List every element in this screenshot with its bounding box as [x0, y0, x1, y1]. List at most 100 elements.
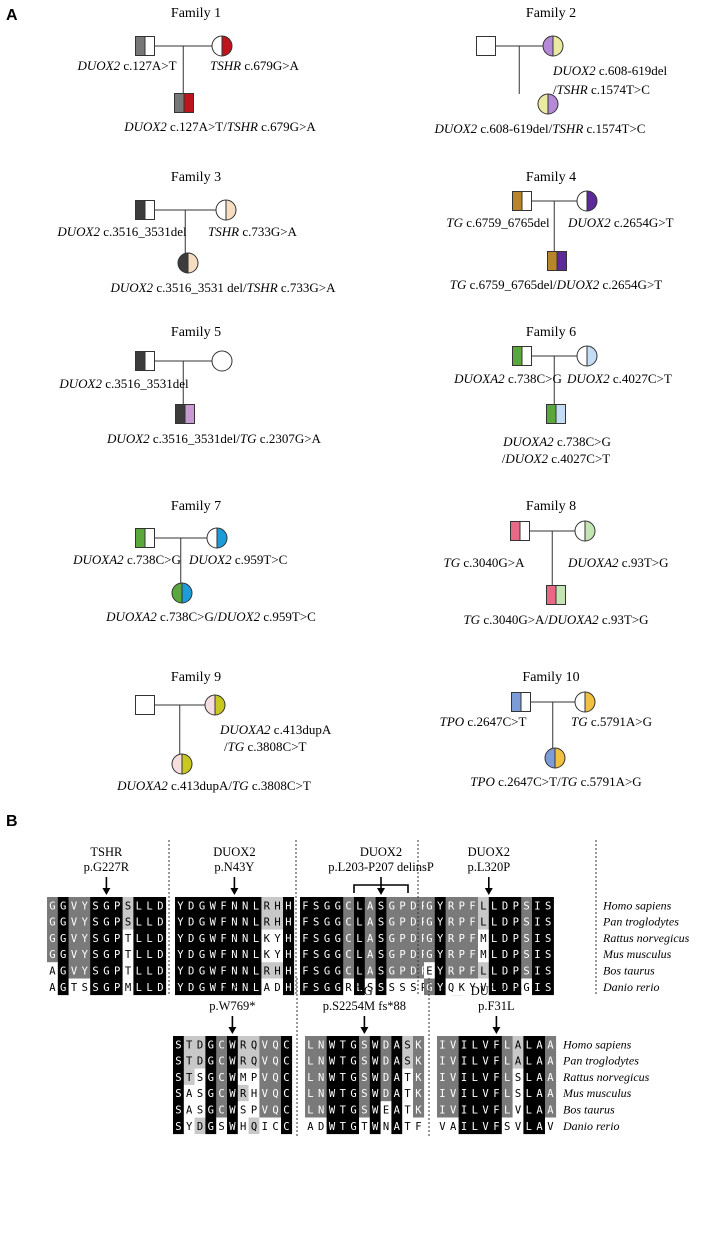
residue-cell [310, 962, 322, 979]
residue-letter: Q [272, 1039, 278, 1051]
residue-cell [542, 897, 554, 914]
residue-cell [491, 1036, 503, 1053]
residue-letter: R [240, 1039, 247, 1051]
residue-letter: G [350, 1105, 356, 1117]
residue-letter: G [208, 1088, 214, 1100]
residue-cell [196, 962, 208, 979]
residue-cell [478, 913, 490, 930]
residue-letter: A [536, 1039, 543, 1051]
residue-cell [391, 1117, 403, 1135]
residue-letter: G [49, 933, 55, 945]
residue-cell [281, 1052, 293, 1069]
residue-letter: G [103, 933, 109, 945]
residue-letter: M [125, 982, 131, 994]
residue-letter: L [491, 966, 497, 978]
residue-cell [456, 978, 468, 996]
residue-cell [270, 1084, 282, 1102]
residue-letter: T [404, 1121, 411, 1133]
residue-letter: L [356, 949, 362, 961]
child-variant-label: DUOX2 c.3516_3531del/TG c.2307G>A [106, 431, 321, 446]
residue-letter: I [461, 1056, 467, 1068]
child-symbol-right-half [185, 404, 195, 424]
residue-letter: W [229, 1088, 236, 1100]
child-variant-label: DUOXA2 c.413dupA/TG c.3808C>T [116, 778, 311, 793]
residue-cell [534, 1084, 546, 1102]
residue-cell [229, 897, 241, 914]
residue-letter: L [307, 1056, 313, 1068]
residue-letter: V [439, 1121, 446, 1133]
residue-cell [408, 913, 420, 930]
father-symbol-left-half [476, 36, 486, 56]
residue-letter: Q [251, 1056, 257, 1068]
residue-cell [205, 1036, 217, 1053]
variant-change: c.93T>G [599, 612, 649, 627]
residue-cell [437, 1084, 449, 1102]
residue-letter: P [513, 966, 519, 978]
residue-cell [47, 945, 59, 963]
residue-cell [510, 913, 522, 930]
residue-letter: L [504, 1088, 510, 1100]
residue-letter: D [188, 917, 194, 929]
residue-letter: S [361, 1056, 367, 1068]
residue-letter: S [523, 933, 529, 945]
residue-cell [207, 929, 219, 947]
residue-letter: S [361, 1105, 367, 1117]
residue-letter: D [157, 982, 163, 994]
residue-letter: K [415, 1056, 422, 1068]
residue-cell [501, 1101, 513, 1118]
residue-letter: V [482, 1039, 489, 1051]
residue-cell [272, 978, 284, 996]
residue-cell [261, 962, 273, 979]
residue-cell [175, 962, 187, 979]
residue-letter: Y [437, 917, 444, 929]
child-variant-label: DUOX2 c.127A>T/TSHR c.679G>A [123, 119, 316, 134]
variant-change: c.959T>C [232, 552, 288, 567]
father-variant-label: DUOX2 c.127A>T [76, 58, 176, 73]
residue-cell [488, 929, 500, 947]
child-symbol-left-half [174, 93, 184, 113]
variant-change: c.5791A>G [577, 774, 641, 789]
species-label-row1: Pan troglodytes [602, 915, 679, 929]
residue-letter: G [199, 917, 205, 929]
residue-letter: F [220, 949, 226, 961]
residue-cell [122, 962, 134, 979]
variant-change: c.959T>C [260, 609, 316, 624]
residue-letter: S [361, 1088, 367, 1100]
residue-letter: D [197, 1039, 203, 1051]
residue-cell [337, 1036, 349, 1053]
residue-letter: T [340, 1088, 347, 1100]
residue-letter: S [125, 900, 131, 912]
residue-cell [501, 1117, 513, 1135]
residue-letter: C [283, 1121, 289, 1133]
child-symbol-left-half [178, 253, 188, 273]
residue-letter: G [199, 966, 205, 978]
residue-cell [532, 945, 544, 963]
residue-letter: H [285, 900, 291, 912]
residue-letter: W [372, 1121, 379, 1133]
residue-cell [359, 1084, 371, 1102]
residue-letter: L [136, 982, 142, 994]
residue-cell [375, 897, 387, 914]
residue-cell [281, 1068, 293, 1086]
variant-change: c.413dupA/ [168, 778, 233, 793]
residue-letter: I [439, 1072, 445, 1084]
residue-letter: L [356, 933, 362, 945]
residue-cell [364, 978, 376, 996]
child-variant-label: DUOX2 c.608-619del/TSHR c.1574T>C [434, 121, 646, 136]
residue-letter: V [71, 966, 78, 978]
gene-name: TG [571, 714, 588, 729]
residue-letter: G [335, 949, 341, 961]
residue-cell [196, 978, 208, 996]
father-symbol-left-half [135, 36, 145, 56]
residue-letter: L [253, 982, 259, 994]
residue-cell [216, 1117, 228, 1135]
residue-cell [321, 913, 333, 930]
residue-letter: D [188, 900, 194, 912]
gene-name: TG [450, 277, 467, 292]
father-symbol-left-half [135, 528, 145, 548]
residue-letter: F [220, 933, 226, 945]
residue-letter: C [283, 1105, 289, 1117]
residue-cell [397, 978, 409, 996]
residue-cell [501, 1052, 513, 1069]
